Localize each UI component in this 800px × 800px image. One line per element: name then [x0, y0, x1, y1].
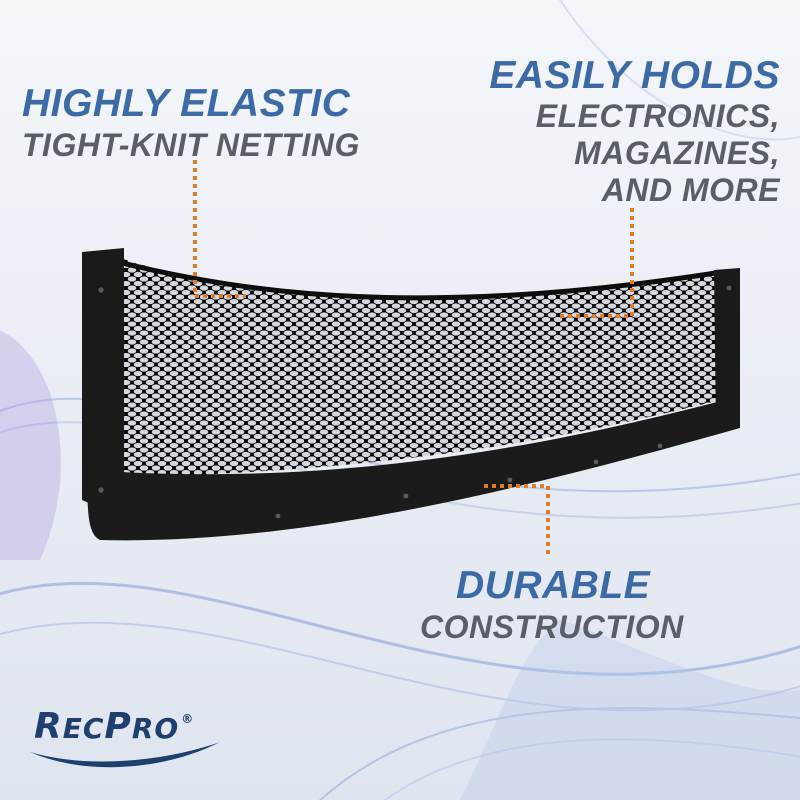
- frame-screw-holes: [98, 285, 732, 519]
- callout-easily-holds: EASILY HOLDS ELECTRONICS, MAGAZINES, AND…: [489, 56, 780, 206]
- leader-lines: [193, 160, 634, 556]
- background-blue-wave: [460, 620, 800, 800]
- frame-left-post: [82, 248, 124, 508]
- registered-mark: ®: [181, 712, 195, 726]
- brand-swoosh-icon: [30, 742, 220, 768]
- background-purple-wave: [0, 330, 61, 560]
- callout-headline: EASILY HOLDS: [489, 54, 780, 97]
- elastic-netting: [112, 258, 722, 478]
- brand-logo: RECPRO®: [34, 706, 195, 747]
- callout-subtext: AND MORE: [601, 172, 780, 208]
- leader-holds: [558, 208, 634, 318]
- callout-subtext: TIGHT-KNIT NETTING: [22, 127, 360, 163]
- frame-right-post: [714, 268, 740, 428]
- callout-subtext: MAGAZINES,: [574, 135, 780, 171]
- leader-durable: [484, 484, 550, 556]
- callout-subtext: CONSTRUCTION: [420, 609, 684, 645]
- callout-subtext: ELECTRONICS,: [535, 98, 780, 134]
- netting-top-cord: [117, 259, 723, 301]
- netting-frame-image: [82, 248, 740, 541]
- callout-highly-elastic: HIGHLY ELASTIC TIGHT-KNIT NETTING: [22, 84, 360, 161]
- callout-headline: HIGHLY ELASTIC: [22, 82, 351, 125]
- callout-durable: DURABLE CONSTRUCTION: [420, 566, 684, 643]
- leader-elastic: [193, 160, 246, 298]
- callout-headline: DURABLE: [456, 564, 651, 607]
- frame-bottom-rail: [87, 396, 740, 541]
